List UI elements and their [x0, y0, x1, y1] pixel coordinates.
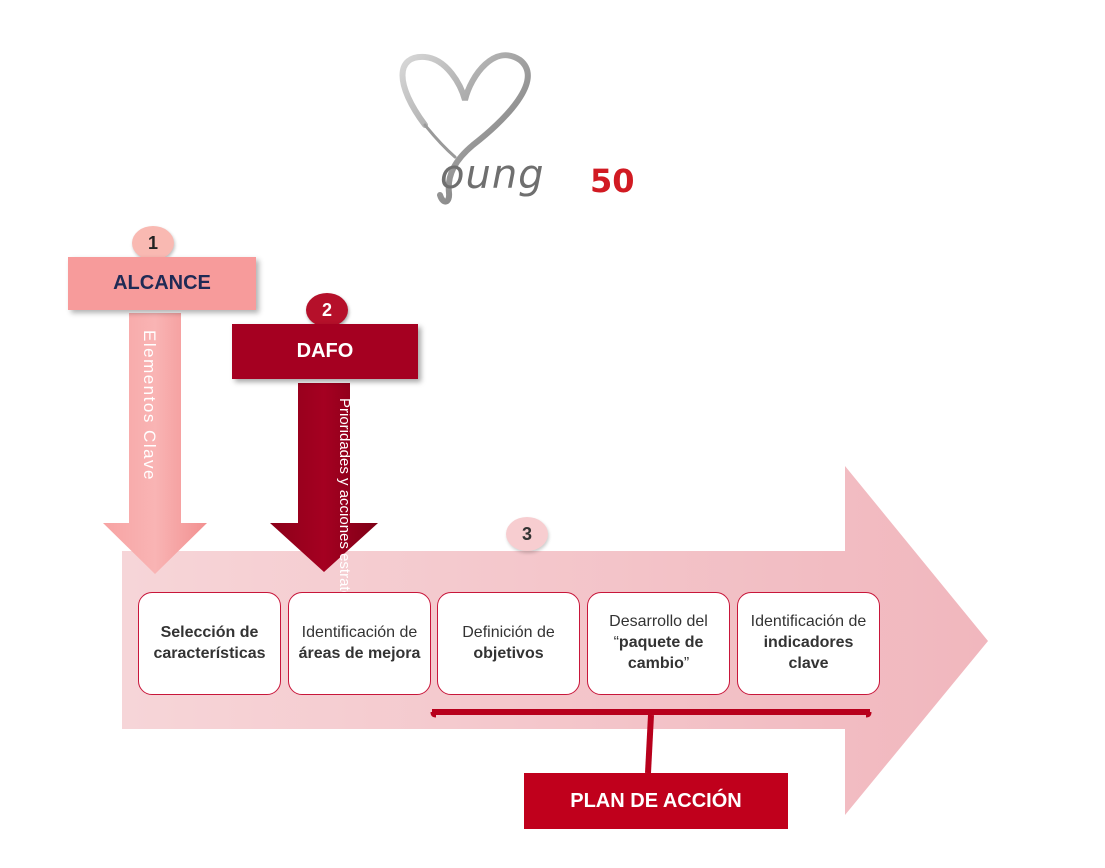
- prioridades-label: Prioridades y acciones estratégicas: [336, 398, 353, 634]
- elementos-clave-label: Elementos Clave: [139, 330, 159, 482]
- stage-seleccion-caracteristicas: Selección de características: [138, 592, 281, 695]
- alcance-down-arrow: [103, 313, 207, 574]
- stage-3-prefix: Definición de: [462, 623, 555, 641]
- stage-areas-mejora: Identificación de áreas de mejora: [288, 592, 431, 695]
- stage-2-bold: áreas de mejora: [298, 644, 421, 662]
- step-2-badge: 2: [306, 293, 348, 327]
- stage-definicion-objetivos: Definición de objetivos: [437, 592, 580, 695]
- alcance-box: ALCANCE: [68, 257, 256, 310]
- stage-5-bold: indicadores clave: [763, 634, 854, 672]
- stage-4-bold: paquete de cambio: [618, 634, 704, 672]
- heart-logo-icon: [399, 52, 531, 205]
- step-1-badge: 1: [132, 226, 174, 260]
- stage-1-bold: Selección de características: [153, 623, 266, 662]
- stage-2-prefix: Identificación de: [301, 623, 418, 641]
- stage-paquete-cambio: Desarrollo del “paquete de cambio”: [587, 592, 730, 695]
- stage-indicadores-clave: Identificación de indicadores clave: [737, 592, 880, 695]
- dafo-down-arrow: [270, 383, 378, 572]
- stage-3-bold: objetivos: [473, 644, 544, 662]
- logo-number: 50: [590, 162, 635, 200]
- step-3-badge: 3: [506, 517, 548, 551]
- logo-wordmark: oung: [440, 152, 545, 198]
- plan-de-accion-box: PLAN DE ACCIÓN: [524, 773, 788, 829]
- stage-4-prefix: Desarrollo del “: [609, 613, 708, 652]
- dafo-box: DAFO: [232, 324, 418, 379]
- stage-4-suffix: ”: [683, 654, 690, 672]
- plan-connector: [645, 714, 654, 774]
- stage-5-prefix: Identificación de: [750, 613, 867, 631]
